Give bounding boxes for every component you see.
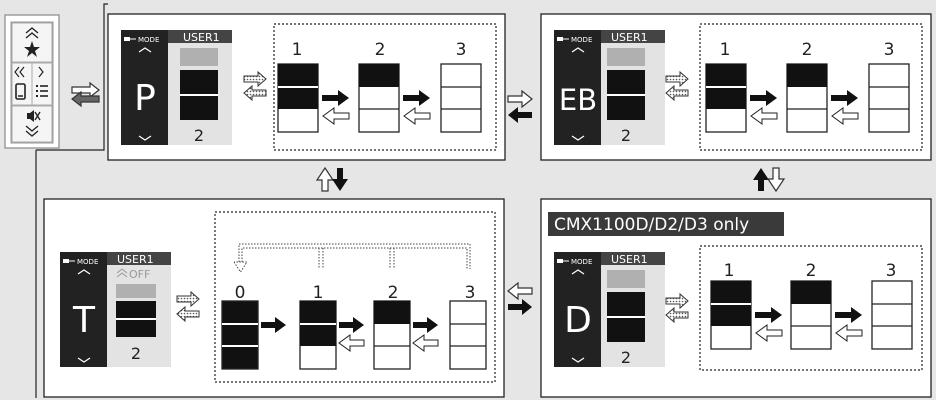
list-icon	[36, 85, 48, 97]
assist-level-2	[786, 63, 828, 133]
P-T-switch-arrows	[315, 166, 348, 192]
chevron-up-icon	[571, 269, 585, 275]
chevron-up-icon	[77, 269, 91, 275]
assist-level-2	[790, 280, 832, 350]
mode-display-P	[121, 30, 168, 145]
assist-level-3	[440, 63, 482, 133]
mode-display-D	[554, 252, 601, 367]
level-number: 2	[621, 348, 631, 367]
model-banner	[548, 212, 784, 236]
user-label: USER1	[611, 253, 648, 266]
level-bar-inactive	[116, 284, 156, 298]
chevron-up-icon	[571, 47, 585, 53]
double-chevron-up-icon	[25, 27, 39, 39]
assist-level-3	[871, 280, 913, 350]
off-label: OFF	[129, 268, 150, 281]
assist-level-1	[710, 280, 752, 350]
user-label: USER1	[117, 253, 154, 266]
P-EB-switch-arrows	[507, 89, 533, 123]
panel-EB: MODE EB USER1 2 1 2 3	[540, 13, 932, 161]
level-bar-inactive	[607, 270, 645, 288]
mode-label: MODE	[571, 258, 592, 266]
mode-display-EB	[554, 30, 601, 145]
level-label: 1	[720, 40, 731, 60]
level-label: 3	[456, 40, 467, 60]
assist-level-1	[705, 63, 747, 133]
user-label: USER1	[611, 31, 648, 44]
T-D-switch-arrows	[507, 281, 533, 315]
level-label: 2	[388, 283, 399, 303]
level-label: 2	[806, 261, 817, 281]
mode-letter: P	[134, 78, 156, 119]
mode-label: MODE	[77, 258, 98, 266]
panel-D: CMX1100D/D2/D3 only MODE D USER1 2 1 2 3	[540, 198, 932, 398]
panel-P: MODE P USER1 2 1 2 3	[107, 13, 506, 161]
chevron-down-icon	[138, 135, 152, 141]
assist-level-0	[221, 300, 259, 370]
assist-level-2	[358, 63, 400, 133]
chevron-down-icon	[77, 357, 91, 363]
level-label: 1	[313, 283, 324, 303]
mode-display-T	[60, 252, 107, 367]
level-number: 2	[131, 344, 141, 363]
mode-letter: EB	[559, 83, 597, 117]
level-label: 2	[802, 40, 813, 60]
level-bar-inactive	[607, 48, 645, 66]
model-banner-text: CMX1100D/D2/D3 only	[554, 215, 749, 235]
mute-icon	[27, 110, 41, 122]
star-icon	[24, 41, 40, 57]
phone-icon	[15, 83, 26, 100]
level-number: 2	[194, 126, 204, 145]
level-bar-inactive	[180, 48, 218, 66]
level-number: 2	[621, 126, 631, 145]
assist-level-2	[373, 300, 411, 370]
mode-label: MODE	[571, 36, 592, 44]
chevron-down-icon	[571, 357, 585, 363]
user-label: USER1	[183, 31, 220, 44]
level-label: 2	[375, 40, 386, 60]
level-label: 3	[884, 40, 895, 60]
assist-level-3	[449, 300, 487, 370]
level-label: 1	[292, 40, 303, 60]
mode-label: MODE	[138, 36, 159, 44]
level-label: 3	[465, 283, 476, 303]
level-label: 1	[724, 261, 735, 281]
mode-letter: T	[72, 300, 96, 341]
double-chevron-down-icon	[25, 125, 39, 137]
level-label: 0	[235, 283, 246, 303]
mode-letter: D	[564, 300, 592, 341]
chevron-up-icon	[138, 47, 152, 53]
assist-level-1	[277, 63, 319, 133]
loop-back-arrow	[233, 243, 471, 273]
double-chevron-up-icon	[116, 268, 128, 278]
assist-level-3	[868, 63, 910, 133]
panel-T: MODE T USER1 OFF 2 0 1 2 3	[43, 198, 505, 398]
chevron-down-icon	[571, 135, 585, 141]
connector-line	[36, 3, 108, 151]
double-chevron-left-icon	[14, 66, 25, 78]
EB-D-switch-arrows	[753, 167, 786, 193]
controller-switch-arrows	[71, 81, 100, 108]
level-label: 3	[886, 261, 897, 281]
handlebar-controller	[4, 14, 60, 149]
chevron-right-icon	[38, 66, 44, 78]
assist-level-1	[299, 300, 337, 370]
